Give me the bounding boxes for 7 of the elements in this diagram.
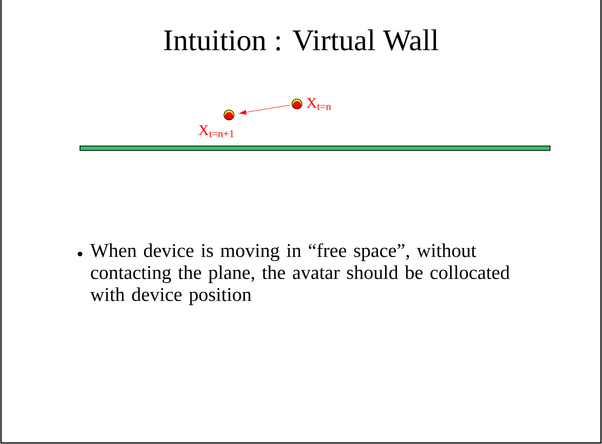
point-label: X$_{t=n+1}$ <box>198 125 234 138</box>
point-marker <box>224 110 234 120</box>
point-label: X$_{t=n}$ <box>306 98 331 110</box>
slide-title: Intuition : Virtual Wall <box>164 29 438 51</box>
arrow <box>239 104 290 115</box>
bullet-text: When device is moving in “free space”, without contacting the plane, the avatar should be collocated with device position <box>90 243 510 306</box>
point-marker <box>292 98 302 110</box>
